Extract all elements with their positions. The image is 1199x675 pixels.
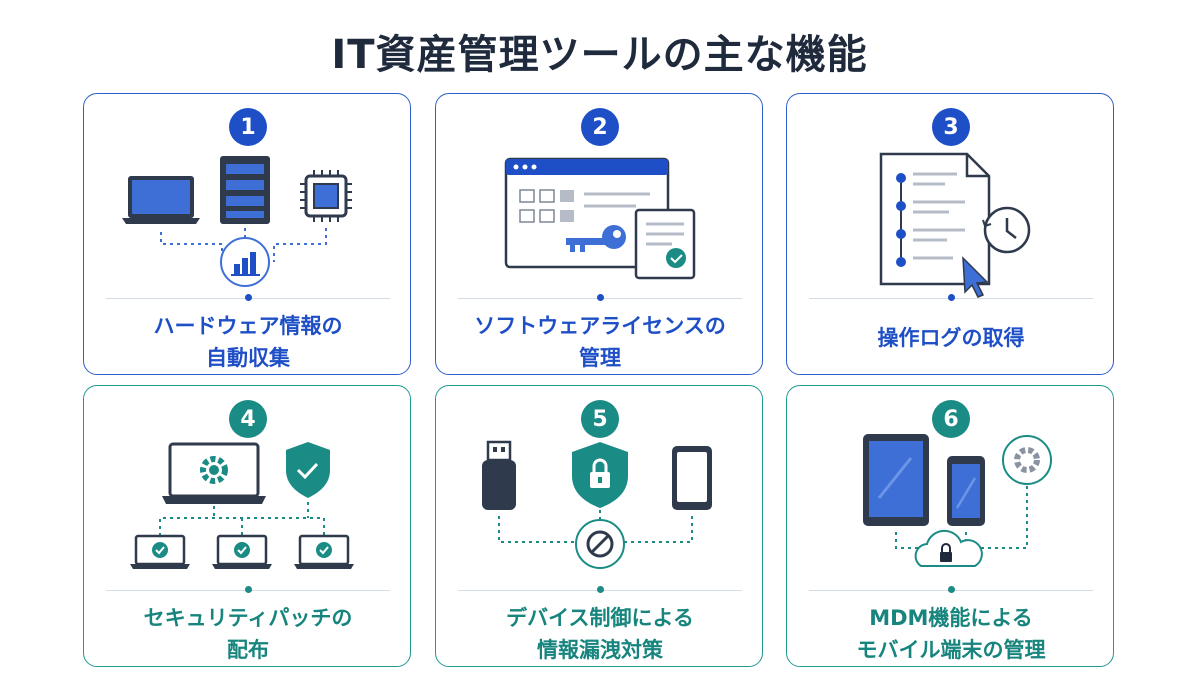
card-security-patch: 4 [83,385,411,667]
mdm-illustration [863,434,1052,567]
client-laptop-icons [130,534,354,569]
card-label: ソフトウェアライセンスの 管理 [436,310,764,374]
shield-lock-icon [572,442,628,508]
card-label: 操作ログの取得 [787,322,1115,354]
log-document-icon [879,152,991,286]
usb-drive-icon [482,440,516,510]
clock-icon [982,206,1031,254]
phone-icon [947,456,985,526]
card-number-badge: 6 [932,400,970,438]
certificate-icon [634,208,696,280]
security-patch-illustration [130,442,354,569]
label-line-2: 自動収集 [206,346,290,370]
chart-circle-icon [220,237,270,287]
device-control-illustration [482,440,712,569]
label-line-2: モバイル端末の管理 [856,638,1046,662]
card-mdm: 6 MDM機能による モバイル端末の管理 [786,385,1114,667]
label-line-1: デバイス制御による [506,606,694,630]
laptop-gear-icon [162,442,266,504]
label-line-1: MDM機能による [869,606,1033,630]
label-line-2: 配布 [227,638,269,662]
operation-log-illustration [879,152,1031,298]
connector-lines [160,228,327,262]
card-number-badge: 1 [229,108,267,146]
divider-dot [245,586,252,593]
card-software-license: 2 [435,93,763,375]
card-label: MDM機能による モバイル端末の管理 [787,602,1115,666]
card-number-badge: 3 [932,108,970,146]
shield-check-icon [286,442,330,498]
distribution-lines [159,502,325,536]
cloud-lock-icon [914,529,983,567]
block-connector-lines [498,510,693,543]
card-operation-log: 3 操作ログの取得 [786,93,1114,375]
divider-dot [948,294,955,301]
key-icon [566,225,626,252]
label-line-1: ソフトウェアライセンスの [474,314,726,338]
card-device-control: 5 デバイス制御による 情報漏洩対策 [435,385,763,667]
browser-window-icon [504,157,670,269]
card-hardware-collection: 1 [83,93,411,375]
server-icon [220,156,270,224]
card-label: ハードウェア情報の 自動収集 [84,310,412,374]
label-line-1: 操作ログの取得 [877,326,1025,350]
block-circle-icon [575,519,625,569]
divider-dot [597,586,604,593]
card-label: セキュリティパッチの 配布 [84,602,412,666]
card-number-badge: 2 [581,108,619,146]
laptop-icon [122,176,200,224]
hardware-illustration [122,156,352,287]
divider-dot [948,586,955,593]
cursor-icon [962,256,989,298]
smartphone-icon [672,446,712,510]
page-title: IT資産管理ツールの主な機能 [331,32,868,78]
label-line-2: 管理 [579,346,621,370]
label-line-1: セキュリティパッチの [143,606,353,630]
license-illustration [504,157,696,280]
label-line-1: ハードウェア情報の [153,314,343,338]
gear-circle-icon [1002,435,1052,485]
divider-dot [597,294,604,301]
divider-dot [245,294,252,301]
card-label: デバイス制御による 情報漏洩対策 [436,602,764,666]
label-line-2: 情報漏洩対策 [537,638,663,662]
tablet-icon [863,434,929,526]
card-number-badge: 4 [229,400,267,438]
cpu-chip-icon [300,170,352,222]
card-number-badge: 5 [581,400,619,438]
